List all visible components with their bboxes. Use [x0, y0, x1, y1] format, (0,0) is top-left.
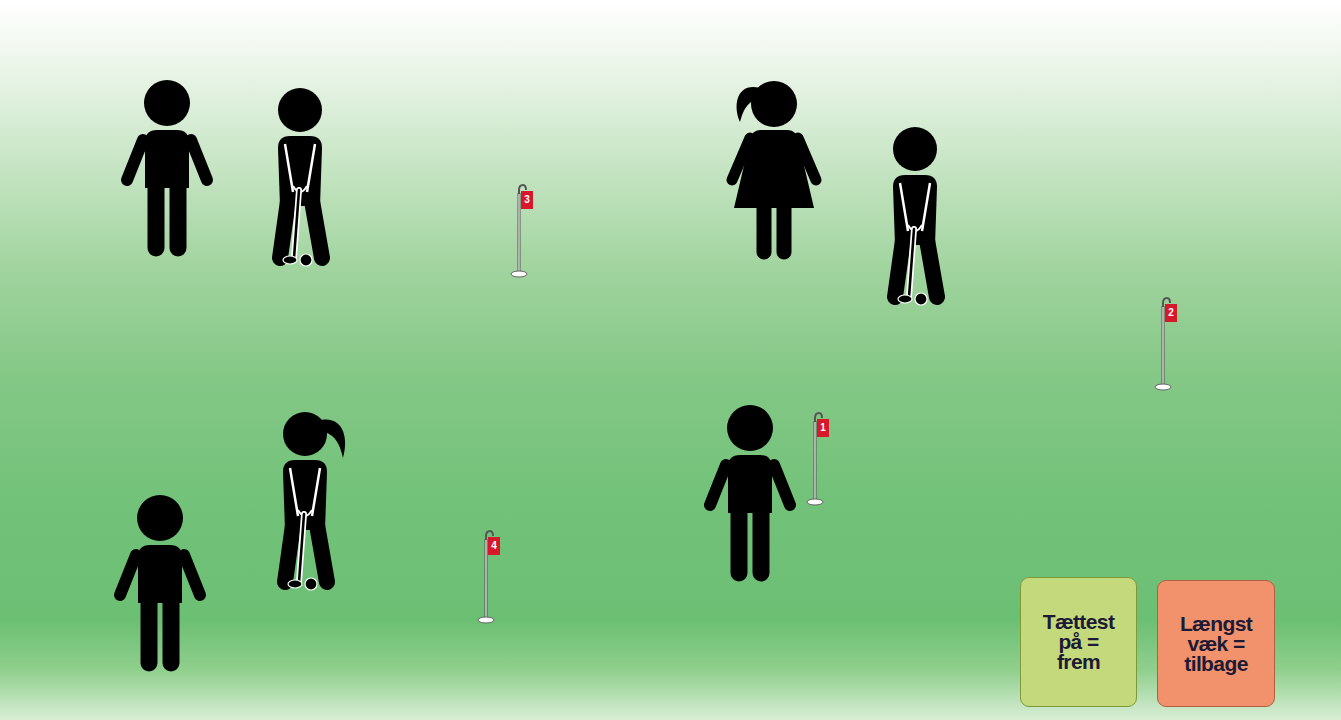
girl-golfer [283, 412, 345, 590]
standing-girl [732, 81, 816, 252]
forward-rule-box: Tættest på = frem [1020, 577, 1137, 707]
hole-flag [807, 413, 829, 505]
boy-golfer [278, 88, 322, 266]
rule-text: Tættest på = frem [1043, 612, 1115, 672]
boy-golfer [893, 127, 937, 305]
hole-number: 4 [487, 537, 501, 555]
hole-flag [1155, 298, 1177, 390]
hole-flag [478, 531, 500, 623]
hole-number: 1 [816, 419, 830, 437]
standing-boy [120, 495, 200, 663]
back-rule-box: Længst væk = tilbage [1157, 580, 1275, 707]
hole-number: 2 [1164, 304, 1178, 322]
rule-text: Længst væk = tilbage [1180, 614, 1252, 674]
standing-boy [127, 80, 207, 248]
hole-number: 3 [520, 191, 534, 209]
hole-flag [511, 185, 533, 277]
standing-boy [710, 405, 790, 573]
